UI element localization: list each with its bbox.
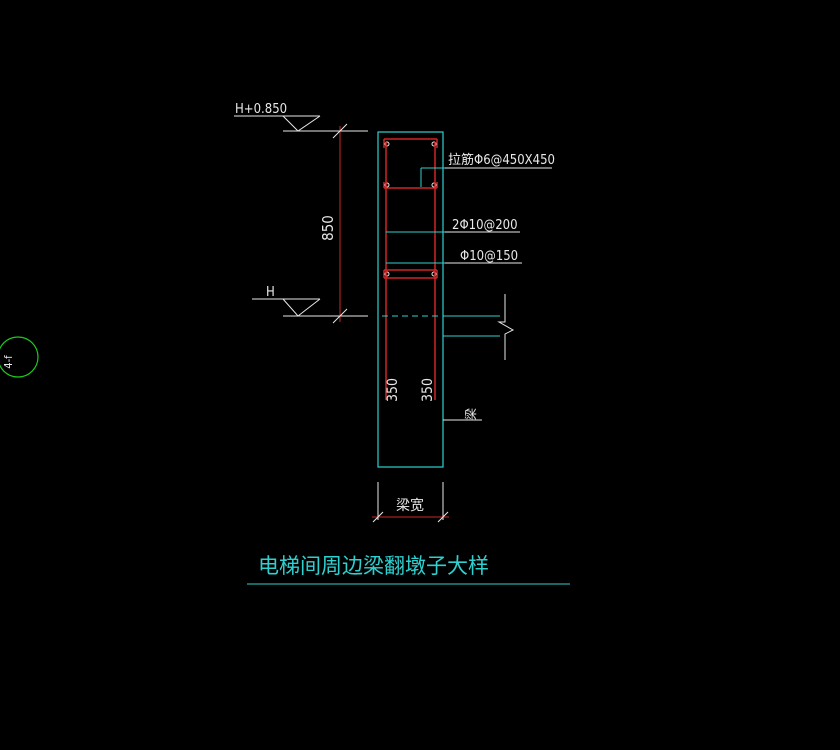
break-line-icon [497,294,515,360]
stirrup-low [383,269,438,279]
section-mark-label: 4-f [2,355,15,369]
elevation-triangle-icon [252,298,368,317]
elevation-triangle-icon [234,115,368,132]
stirrup-top [383,138,438,148]
anchor-left-label: 350 [385,378,401,402]
stirrup-mid [383,182,438,189]
height-dimension [332,123,348,324]
beam-width-dimension [372,482,449,523]
pier-outline [377,131,444,468]
drawing-title: 电梯间周边梁翻墩子大样 [258,554,489,578]
level-base-label: H [266,285,275,300]
dim-height-label: 850 [319,215,337,241]
anchor-right-label: 350 [420,378,436,402]
stirrup-label: Φ10@150 [460,249,518,264]
tie-bar-leader [420,167,552,187]
long-bars-label: 2Φ10@200 [452,218,518,233]
level-top-label: H+0.850 [235,102,287,117]
beam-label: 梁 [463,408,478,420]
tie-bar-label: 拉筋Φ6@450X450 [448,152,555,168]
section-circle-icon: 4-f [0,336,39,378]
beam-width-label: 梁宽 [396,497,424,514]
